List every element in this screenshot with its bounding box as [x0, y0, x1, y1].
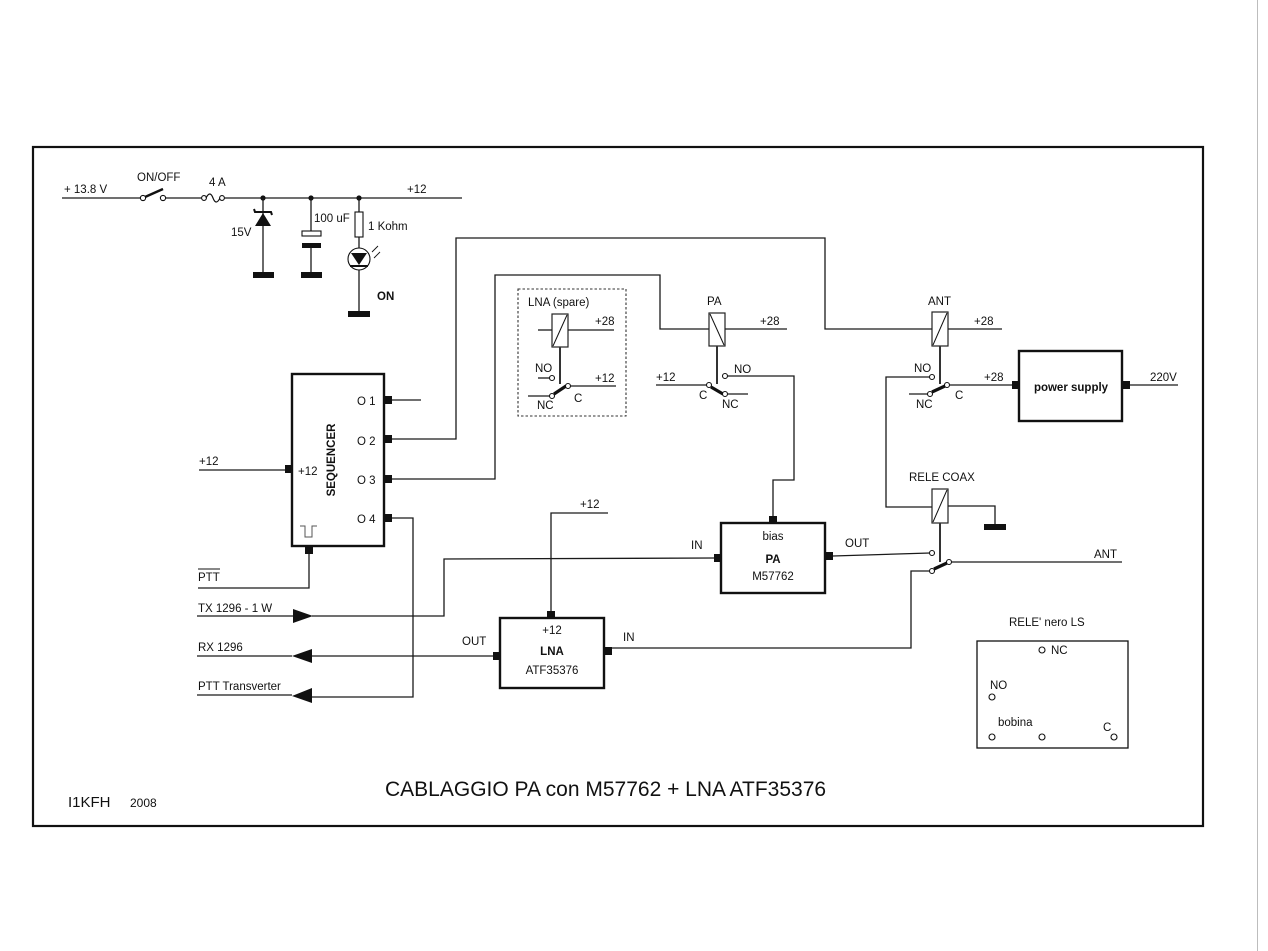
ant-relay-c: C: [955, 390, 963, 402]
pa-relay-coil-supply: +28: [760, 316, 780, 328]
sequencer-supply-input: +12: [199, 456, 219, 468]
author-label: I1KFH: [68, 794, 111, 811]
pa-relay-common-supply: +12: [656, 372, 676, 384]
output-o1: O 1: [357, 396, 376, 408]
relay-ant: ANT +28 NO +28 NC C: [885, 296, 1012, 508]
lna-name-label: LNA: [540, 646, 564, 658]
fuse-label: 4 A: [209, 177, 226, 189]
pinout-no: NO: [990, 680, 1007, 692]
lna-spare-c: C: [574, 393, 582, 405]
year-label: 2008: [130, 796, 157, 810]
resistor-label: 1 Kohm: [368, 221, 408, 233]
sequencer-supply-pin: +12: [298, 466, 318, 478]
pa-relay-title: PA: [707, 296, 722, 308]
lna-supply-input: +12: [580, 499, 600, 511]
led-icon: [347, 245, 381, 271]
pa-in-label: IN: [691, 540, 703, 552]
output-o2: O 2: [357, 436, 376, 448]
relay-pa: PA +28 +12 NO C NC: [656, 296, 795, 518]
tx-port-label: TX 1296 - 1 W: [198, 603, 272, 615]
zener-diode-icon: [253, 208, 273, 226]
pa-relay-c: C: [699, 390, 707, 402]
power-supply-input: 220V: [1150, 372, 1177, 384]
ant-relay-no: NO: [914, 363, 931, 375]
pa-part-label: M57762: [752, 571, 794, 583]
drawing-frame: [31, 145, 1205, 828]
relay-pinout: RELE' nero LS NC NO bobina C: [976, 617, 1129, 749]
zener-label: 15V: [231, 227, 252, 239]
power-supply-block: power supply 220V: [1012, 349, 1178, 423]
capacitor-label: 100 uF: [314, 213, 350, 225]
pinout-nc: NC: [1051, 645, 1068, 657]
ant-relay-title: ANT: [928, 296, 951, 308]
ant-relay-common-supply: +28: [984, 372, 1004, 384]
pinout-c: C: [1103, 722, 1111, 734]
ground-icon: [984, 524, 1006, 530]
arrow-out-icon: [292, 649, 312, 663]
lna-part-label: ATF35376: [526, 665, 579, 677]
switch-icon: [139, 187, 167, 202]
lna-out-label: OUT: [462, 636, 486, 648]
rail-label: +12: [407, 184, 427, 196]
coax-relay-title: RELE COAX: [909, 472, 975, 484]
lna-spare-common-supply: +12: [595, 373, 615, 385]
pa-block: bias PA M57762 IN OUT: [312, 516, 931, 617]
lna-in-label: IN: [623, 632, 635, 644]
fuse-icon: [201, 193, 225, 203]
pa-relay-nc: NC: [722, 399, 739, 411]
switch-label: ON/OFF: [137, 172, 180, 184]
pa-relay-no: NO: [734, 364, 751, 376]
relay-lna-spare: LNA (spare) +28 NO +12 NC C: [517, 288, 627, 417]
ports: TX 1296 - 1 W RX 1296 PTT Transverter: [197, 603, 313, 703]
pa-name-label: PA: [765, 554, 780, 566]
pulse-icon: [300, 525, 317, 538]
capacitor-icon: [301, 230, 322, 248]
sequencer-block: SEQUENCER +12 +12 O 1 O 2 O 3 O 4 PTT: [198, 372, 392, 589]
lna-spare-title: LNA (spare): [528, 297, 590, 309]
lna-spare-coil-supply: +28: [595, 316, 615, 328]
page-edge: [1257, 0, 1258, 951]
ant-relay-nc: NC: [916, 399, 933, 411]
lna-spare-nc: NC: [537, 400, 554, 412]
output-o3: O 3: [357, 475, 376, 487]
rx-port-label: RX 1296: [198, 642, 243, 654]
lna-supply-label: +12: [542, 625, 562, 637]
coax-ant-label: ANT: [1094, 549, 1117, 561]
pa-out-label: OUT: [845, 538, 869, 550]
sequencer-label: SEQUENCER: [326, 423, 338, 497]
supply-input-label: + 13.8 V: [64, 184, 107, 196]
ground-icon: [301, 272, 322, 278]
pinout-coil: bobina: [998, 717, 1033, 729]
pa-bias-label: bias: [762, 531, 783, 543]
power-supply-label: power supply: [1034, 382, 1109, 394]
lna-spare-no: NO: [535, 363, 552, 375]
pinout-title: RELE' nero LS: [1009, 617, 1085, 629]
drawing-title: CABLAGGIO PA con M57762 + LNA ATF35376: [385, 778, 826, 801]
led-label: ON: [377, 291, 394, 303]
power-section: + 13.8 V ON/OFF 4 A +12 15V: [62, 172, 462, 317]
relay-coax: RELE COAX ANT: [609, 472, 1122, 649]
lna-block: +12 +12 LNA ATF35376 OUT IN: [312, 499, 635, 690]
resistor-icon: [354, 211, 364, 238]
ptt-label: PTT: [198, 572, 220, 584]
arrow-out-icon: [292, 688, 312, 703]
ground-icon: [253, 272, 274, 278]
ground-icon: [348, 311, 370, 317]
ant-relay-coil-supply: +28: [974, 316, 994, 328]
arrow-in-icon: [293, 609, 313, 623]
output-o4: O 4: [357, 514, 376, 526]
ptt-transverter-label: PTT Transverter: [198, 681, 281, 693]
